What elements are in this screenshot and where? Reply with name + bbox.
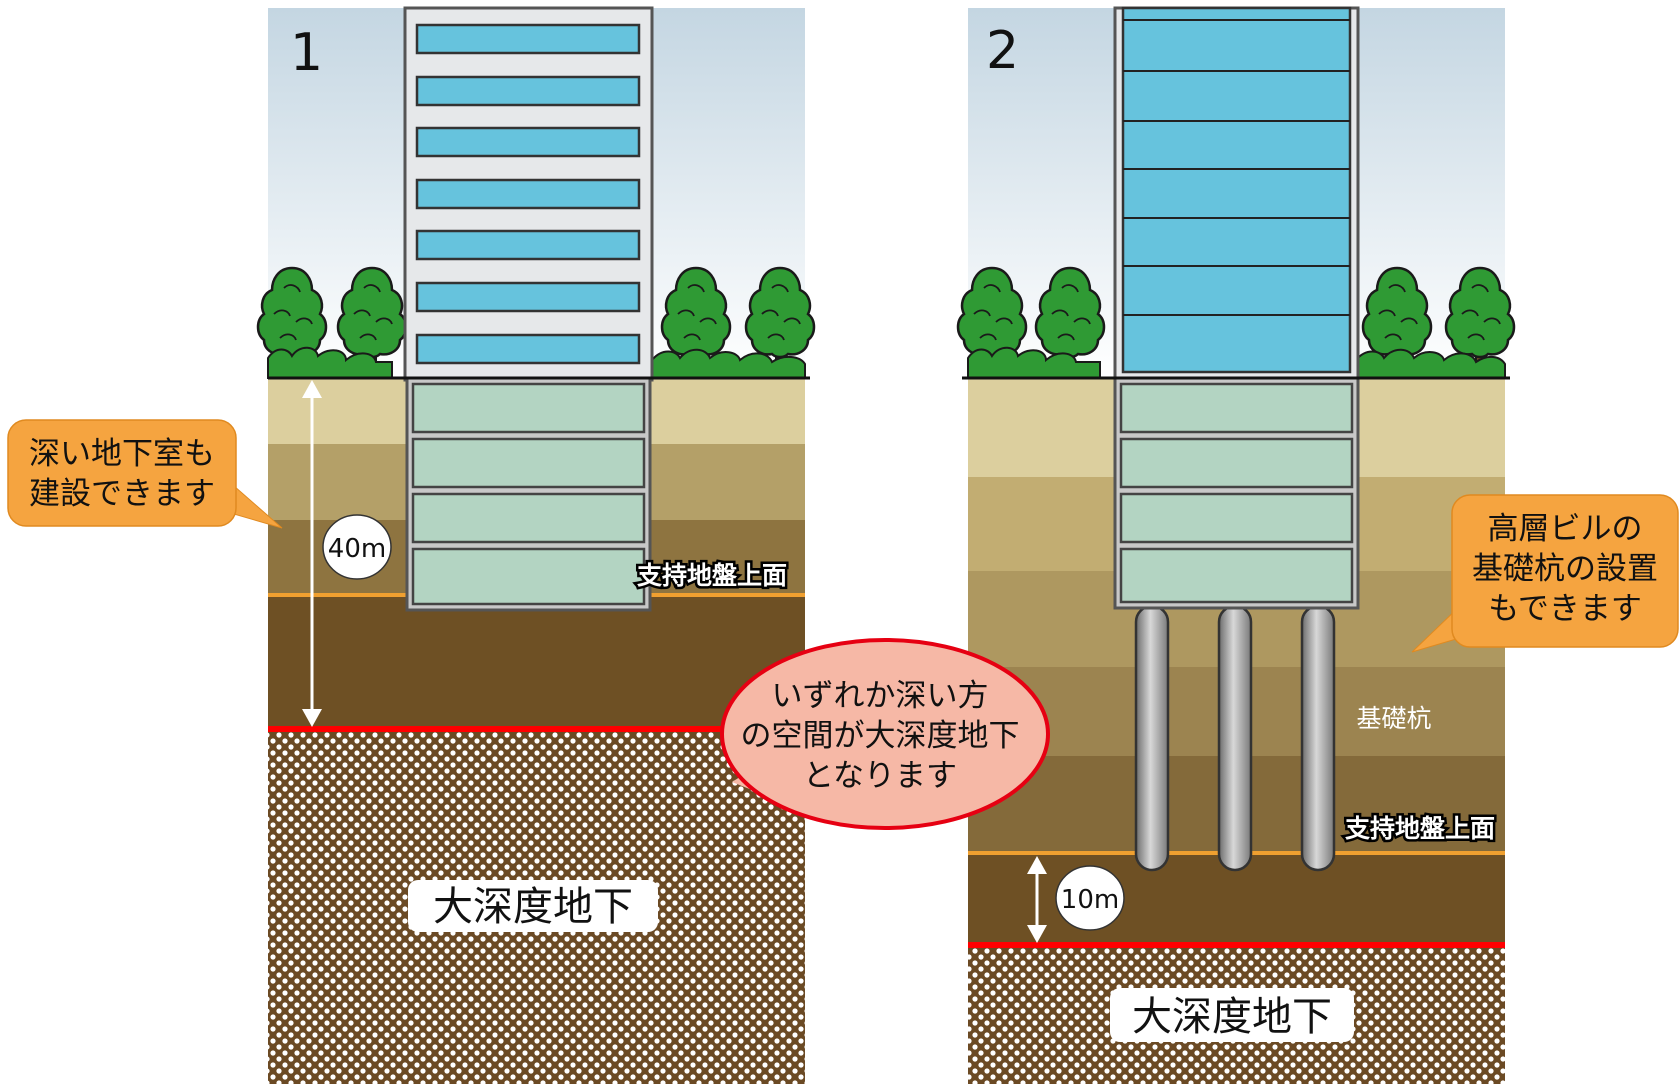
- callout-line: もできます: [1488, 591, 1642, 627]
- zone-label-box-1: [408, 880, 658, 932]
- bearing-layer: [268, 593, 805, 728]
- callout-foundation-piles: 高層ビルの 基礎杭の設置 もできます: [1411, 494, 1679, 653]
- callout-line: 建設できます: [29, 476, 215, 512]
- foundation-piles: [1134, 604, 1336, 872]
- high-rise-building-2: [1113, 6, 1360, 382]
- depth-label-1: 40m: [328, 534, 386, 564]
- zone-label-1: 大深度地下: [433, 884, 633, 930]
- panel-number-1: 1: [290, 23, 323, 83]
- foundation-pile: [1300, 604, 1336, 872]
- callout-line: 高層ビルの: [1488, 511, 1643, 547]
- panel-number-2: 2: [986, 21, 1019, 81]
- callout-line: 基礎杭の設置: [1472, 551, 1658, 587]
- callout-line: いずれか深い方: [772, 678, 989, 714]
- foundation-pile: [1134, 604, 1170, 872]
- zone-label-2: 大深度地下: [1132, 994, 1332, 1040]
- basement-1: [405, 376, 652, 612]
- depth-arrow-1: [302, 380, 322, 727]
- support-label-1: 支持地盤上面: [637, 561, 787, 590]
- panel-1: 40m 1 支持地盤上面 大深度地下: [256, 6, 816, 1084]
- support-label-2: 支持地盤上面: [1345, 814, 1495, 843]
- pile-label: 基礎杭: [1356, 704, 1431, 733]
- depth-arrow-2: [1027, 856, 1047, 943]
- callout-deeper-rule: いずれか深い方 の空間が大深度地下 となります: [720, 638, 1050, 830]
- trees-left: [256, 266, 816, 379]
- trees-right: [956, 266, 1516, 379]
- callout-line: 深い地下室も: [29, 436, 215, 472]
- zone-label-box-2: [1110, 988, 1354, 1042]
- depth-label-2: 10m: [1061, 885, 1119, 915]
- callout-line: となります: [803, 758, 957, 794]
- foundation-pile: [1217, 604, 1253, 872]
- callout-line: の空間が大深度地下: [741, 718, 1020, 754]
- basement-2: [1113, 376, 1360, 610]
- depth-badge-2: [1055, 865, 1125, 931]
- callout-deep-basement: 深い地下室も 建設できます: [7, 419, 283, 529]
- high-rise-building-1: [403, 6, 654, 382]
- panel-2: 10m 2 基礎杭 支持地盤上面 大深度地下: [956, 6, 1516, 1084]
- depth-badge-1: [322, 514, 392, 580]
